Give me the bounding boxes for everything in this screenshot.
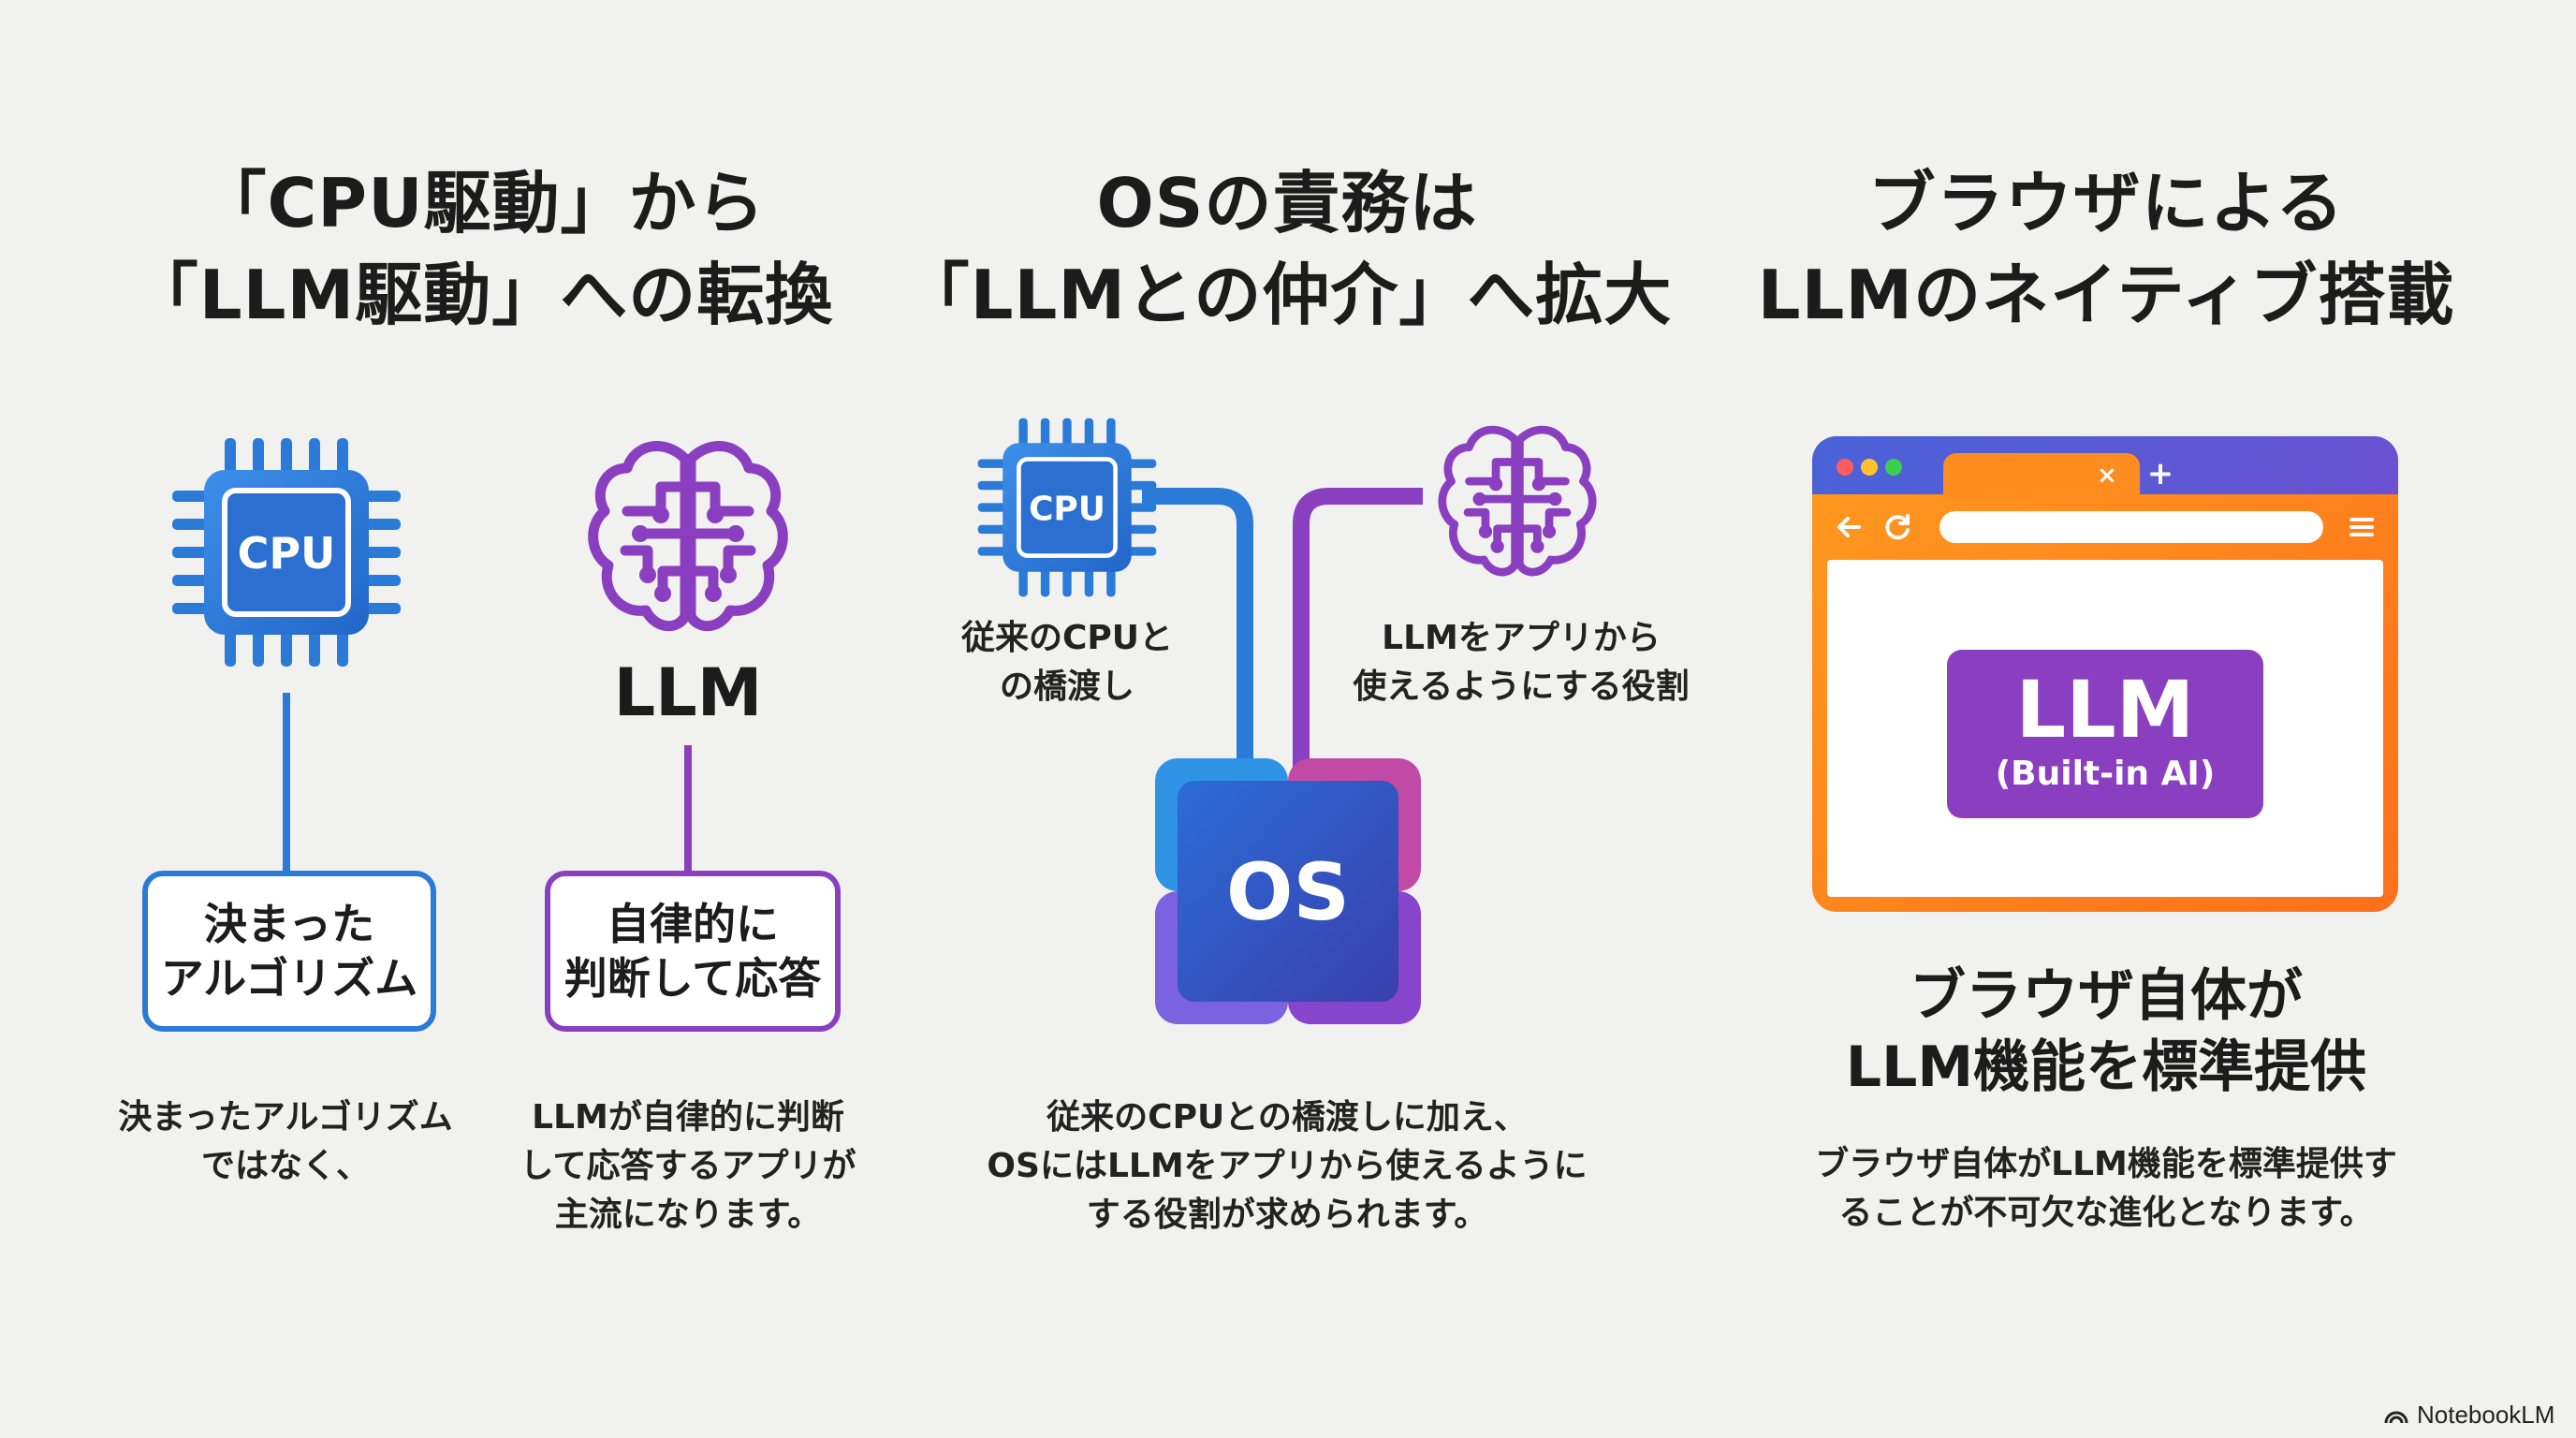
panel1-desc-left: 決まったアルゴリズム ではなく、 (103, 1093, 468, 1191)
cpu-bridge-label: 従来のCPUと の橋渡し (960, 619, 1174, 706)
browser-tab[interactable] (1943, 453, 2140, 500)
connection-pipes (1142, 488, 1423, 768)
panel2-title-line2: 「LLMとの仲介」へ拡大 (901, 256, 1673, 334)
builtin-llm-sub: (Built-in AI) (1995, 755, 2216, 793)
panel2-title-line1: OSの責務は (1096, 164, 1478, 242)
desc-line: ブラウザ自体がLLM機能を標準提供す (1815, 1145, 2397, 1183)
notebooklm-brand: NotebookLM (2383, 1399, 2570, 1431)
llm-role-label: LLMをアプリから 使えるようにする役割 (1353, 619, 1690, 706)
algorithm-box-text: 決まった アルゴリズム (160, 899, 418, 1004)
panel2-desc: 従来のCPUとの橋渡しに加え、 OSにはLLMをアプリから使えるように する役割… (945, 1093, 1629, 1240)
panel1-desc-right: LLMが自律的に判断 して応答するアプリが 主流になります。 (505, 1093, 871, 1240)
panel2-title: OSの責務は 「LLMとの仲介」へ拡大 (899, 157, 1676, 341)
notebooklm-logo-icon (2384, 1411, 2408, 1424)
os-label: OS (1226, 846, 1350, 938)
desc-line: 主流になります。 (554, 1196, 822, 1234)
cpu-chip-label: CPU (1029, 490, 1105, 528)
os-block: OS (1155, 758, 1421, 1024)
panel1-title-line1: 「CPU駆動」から (198, 164, 766, 242)
window-dot-yellow[interactable] (1861, 459, 1878, 476)
desc-line: ではなく、 (200, 1147, 370, 1185)
brand-name: NotebookLM (2417, 1400, 2555, 1429)
tab-close-icon[interactable]: × (2097, 462, 2117, 490)
desc-line: 決まったアルゴリズム (118, 1098, 453, 1137)
brain-icon (1438, 425, 1597, 577)
cpu-chip-icon: CPU (977, 418, 1157, 597)
cpu-chip-icon: CPU (172, 438, 401, 667)
desc-line: ることが不可欠な進化となります。 (1838, 1194, 2374, 1232)
reload-icon[interactable] (1881, 511, 1913, 543)
address-bar[interactable] (1939, 511, 2323, 543)
algorithm-box: 決まった アルゴリズム (142, 871, 436, 1032)
connector-line (684, 745, 692, 871)
cpu-chip-label: CPU (238, 528, 336, 579)
panel3-title-line1: ブラウザによる (1867, 164, 2345, 242)
browser-window: × + LLM (Built-in AI) (1812, 436, 2398, 912)
panel1-title: 「CPU駆動」から 「LLM駆動」への転換 (75, 157, 889, 341)
window-dot-green[interactable] (1885, 459, 1902, 476)
back-arrow-icon[interactable] (1833, 511, 1865, 543)
panel1-title-line2: 「LLM駆動」への転換 (130, 256, 834, 334)
autonomous-box-text: 自律的に 判断して応答 (564, 899, 822, 1004)
panel3-desc: ブラウザ自体がLLM機能を標準提供す ることが不可欠な進化となります。 (1760, 1140, 2452, 1238)
desc-line: LLMが自律的に判断 (532, 1098, 844, 1137)
window-dot-red[interactable] (1837, 459, 1853, 476)
desc-line: して応答するアプリが (520, 1147, 856, 1185)
brain-icon (588, 441, 788, 632)
panel3-subtitle: ブラウザ自体が LLM機能を標準提供 (1741, 961, 2471, 1103)
subtitle-line: LLM機能を標準提供 (1845, 1034, 2367, 1100)
builtin-llm-label: LLM (2015, 664, 2195, 756)
menu-icon[interactable] (2348, 513, 2376, 541)
desc-line: OSにはLLMをアプリから使えるように (987, 1147, 1588, 1185)
llm-label: LLM (613, 654, 763, 731)
desc-line: 従来のCPUとの橋渡しに加え、 (1046, 1098, 1528, 1137)
subtitle-line: ブラウザ自体が (1910, 963, 2303, 1029)
panel3-title-line2: LLMのネイティブ搭載 (1757, 256, 2455, 334)
autonomous-box: 自律的に 判断して応答 (545, 871, 841, 1032)
new-tab-icon[interactable]: + (2146, 455, 2174, 492)
panel3-title: ブラウザによる LLMのネイティブ搭載 (1713, 157, 2499, 341)
connector-line (283, 693, 290, 871)
builtin-llm-badge: LLM (Built-in AI) (1947, 650, 2263, 818)
desc-line: する役割が求められます。 (1086, 1196, 1488, 1234)
